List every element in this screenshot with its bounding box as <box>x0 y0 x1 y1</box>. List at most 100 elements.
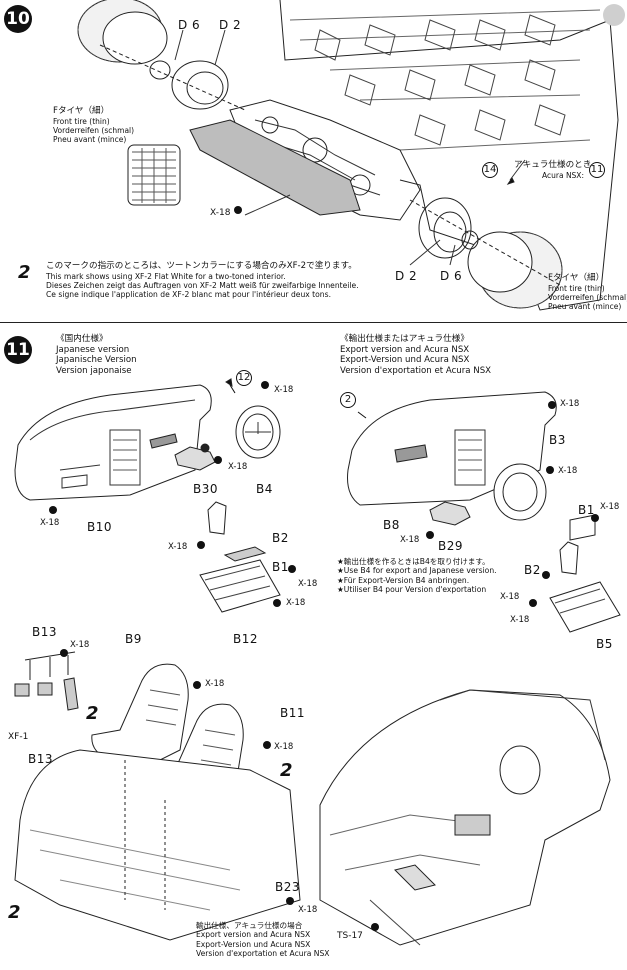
seat-note-en: Export version and Acura NSX <box>196 930 311 940</box>
screw-icon <box>60 649 68 657</box>
part-b29: B29 <box>438 539 464 553</box>
chassis-outline <box>279 0 619 311</box>
console-right <box>549 581 621 633</box>
x18-label: X-18 <box>205 679 225 689</box>
screw-icon <box>234 206 242 214</box>
screw-icon <box>288 565 296 573</box>
front-tire-left-fr: Pneu avant (mince) <box>53 134 127 144</box>
screw-icon <box>286 897 294 905</box>
seat-note-fr: Version d'exportation et Acura NSX <box>196 949 330 959</box>
step-10-badge: 10 <box>4 5 32 33</box>
x18-label: X-18 <box>286 598 306 608</box>
circled-2: 2 <box>340 392 356 408</box>
seat-note-jp: 輸出仕様、アキュラ仕様の場合 <box>196 921 303 930</box>
screw-icon <box>371 923 379 931</box>
x18-label: X-18 <box>500 592 520 602</box>
paint-note-en: This mark shows using XF-2 Flat White fo… <box>46 271 286 281</box>
xf2-paint-icon: 2 <box>280 760 304 781</box>
b4-note: ★輸出仕様を作るときはB4を取り付けます。 ★Use B4 for export… <box>337 557 497 595</box>
seat-b9 <box>91 663 189 761</box>
part-b5: B5 <box>596 637 613 651</box>
x18-label: X-18 <box>298 579 318 589</box>
front-bumper <box>189 119 361 216</box>
x18-label: X-18 <box>70 640 90 650</box>
x18-label: X-18 <box>298 905 318 915</box>
export-version-de: Export-Version und Acura NSX <box>340 355 470 366</box>
front-tire-right-jp: Fタイヤ（細） <box>548 273 605 283</box>
acura-note-en: Acura NSX: <box>542 170 584 180</box>
front-tire-right-label: Fタイヤ（細） Front tire (thin) Vorderreifen (… <box>548 273 627 311</box>
screw-icon <box>542 571 550 579</box>
part-b8: B8 <box>383 518 400 532</box>
x18-label: X-18 <box>600 502 620 512</box>
section-divider <box>0 322 627 323</box>
part-b13-top: B13 <box>32 625 58 639</box>
part-b23: B23 <box>275 880 301 894</box>
front-tire-right-de: Vorderreifen (schmal) <box>548 292 627 302</box>
part-d6-top: D 6 <box>178 18 201 32</box>
front-tire-left-en: Front tire (thin) <box>53 116 110 126</box>
part-d2-top: D 2 <box>219 18 242 32</box>
screw-icon <box>546 466 554 474</box>
front-tire-right-en: Front tire (thin) <box>548 283 605 293</box>
screw-icon <box>273 599 281 607</box>
japanese-version-fr: Version japonaise <box>56 365 132 376</box>
circled-12: 12 <box>236 370 252 386</box>
part-b30: B30 <box>193 482 219 496</box>
front-tire-right-fr: Pneu avant (mince) <box>548 301 622 311</box>
japanese-version-heading: 《国内仕様》 Japanese version Japanische Versi… <box>56 334 137 376</box>
paint-note-de: Dieses Zeichen zeigt das Auftragen von X… <box>46 281 359 290</box>
x18-label: X-18 <box>228 462 248 472</box>
seat-note-de: Export-Version und Acura NSX <box>196 939 311 949</box>
b4-note-en: ★Use B4 for export and Japanese version. <box>337 566 497 576</box>
step-11-badge: 11 <box>4 336 32 364</box>
export-version-heading: 《輸出仕様またはアキュラ仕様》 Export version and Acura… <box>340 334 491 376</box>
japanese-version-jp: 《国内仕様》 <box>56 334 108 344</box>
b4-note-jp: ★輸出仕様を作るときはB4を取り付けます。 <box>337 557 490 566</box>
paint-note: このマークの指示のところは、ツートンカラーにする場合のみXF-2で塗ります。 T… <box>46 261 359 300</box>
xf2-paint-icon: 2 <box>8 902 32 923</box>
screw-icon <box>49 506 57 514</box>
acura-note: 14 <box>482 160 498 178</box>
x18-label: X-18 <box>560 399 580 409</box>
floor-tub <box>14 749 301 941</box>
xf1-label: XF-1 <box>8 732 29 742</box>
japanese-version-en: Japanese version <box>56 344 130 355</box>
front-tire-left-de: Vorderreifen (schmal) <box>53 125 135 135</box>
screw-icon <box>426 531 434 539</box>
x18-label: X-18 <box>274 385 294 395</box>
part-d6-bottom: D 6 <box>440 269 463 283</box>
export-version-en: Export version and Acura NSX <box>340 344 470 355</box>
x18-label: X-18 <box>400 535 420 545</box>
acura-note-text: アキュラ仕様のとき Acura NSX: <box>514 160 591 180</box>
export-version-jp: 《輸出仕様またはアキュラ仕様》 <box>340 334 469 344</box>
part-b4: B4 <box>256 482 273 496</box>
part-b2-left: B2 <box>272 531 289 545</box>
paint-note-fr: Ce signe indique l'application de XF-2 b… <box>46 290 331 300</box>
japanese-version-de: Japanische Version <box>56 355 137 366</box>
screw-icon <box>193 681 201 689</box>
x18-label: X-18 <box>510 615 530 625</box>
part-b1-left: B1 <box>272 560 289 574</box>
part-b12: B12 <box>233 632 259 646</box>
part-b3: B3 <box>549 433 566 447</box>
ts17-label: TS-17 <box>337 931 363 941</box>
part-b1-right: B1 <box>578 503 595 517</box>
x18-label: X-18 <box>274 742 294 752</box>
seat-note: 輸出仕様、アキュラ仕様の場合 Export version and Acura … <box>196 921 329 959</box>
screw-icon <box>591 514 599 522</box>
xf2-paint-icon: 2 <box>18 262 42 283</box>
screw-icon <box>261 381 269 389</box>
part-b13-bottom: B13 <box>28 752 54 766</box>
x18-label: X-18 <box>558 466 578 476</box>
x18-label: X-18 <box>168 542 188 552</box>
export-version-fr: Version d'exportation et Acura NSX <box>340 365 492 376</box>
part-b9: B9 <box>125 632 142 646</box>
front-tire-left-label: Fタイヤ（細） Front tire (thin) Vorderreifen (… <box>53 106 134 144</box>
front-tire-left-jp: Fタイヤ（細） <box>53 106 110 116</box>
circled-14: 14 <box>482 162 498 178</box>
page-corner-mark <box>603 4 625 26</box>
part-b11: B11 <box>280 706 306 720</box>
screw-icon <box>263 741 271 749</box>
